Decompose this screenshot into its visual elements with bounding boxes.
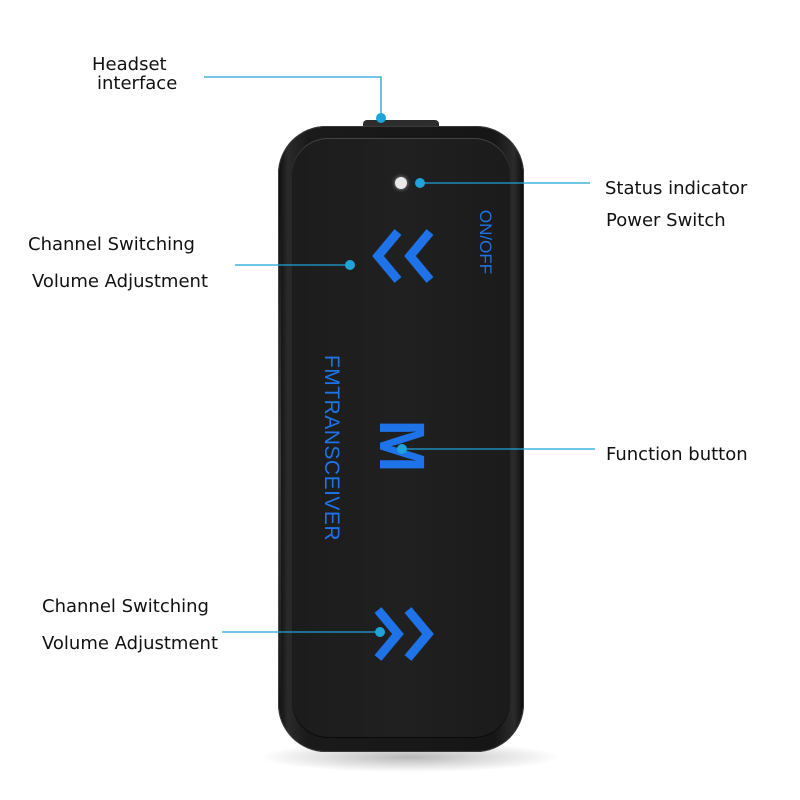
power-switch-label: Power Switch	[606, 210, 726, 231]
channel-switching-label-bottom: Channel Switching	[42, 596, 209, 617]
headset-interface-label-line1: Headset	[92, 54, 167, 75]
channel-switching-label-top: Channel Switching	[28, 234, 195, 255]
volume-adjustment-label-bottom: Volume Adjustment	[42, 633, 219, 654]
callout-channel-top-dot	[345, 260, 355, 270]
fm-transceiver-device	[278, 126, 524, 752]
double-chevron-left-icon[interactable]	[372, 228, 438, 284]
device-front-face	[292, 138, 510, 738]
device-edge-highlight	[278, 206, 281, 726]
double-chevron-right-icon[interactable]	[372, 606, 436, 662]
status-led	[395, 177, 407, 189]
headset-port	[363, 120, 439, 128]
function-button-label: Function button	[606, 444, 748, 465]
callout-status-dot	[415, 178, 425, 188]
volume-adjustment-label-top: Volume Adjustment	[32, 271, 209, 292]
headset-interface-label-line2: interface	[97, 73, 178, 94]
callout-headset-line	[204, 76, 382, 118]
callout-function-dot	[397, 444, 407, 454]
callout-headset-dot	[376, 113, 386, 123]
status-indicator-label: Status indicator	[605, 178, 748, 199]
callout-channel-bottom-dot	[375, 627, 385, 637]
